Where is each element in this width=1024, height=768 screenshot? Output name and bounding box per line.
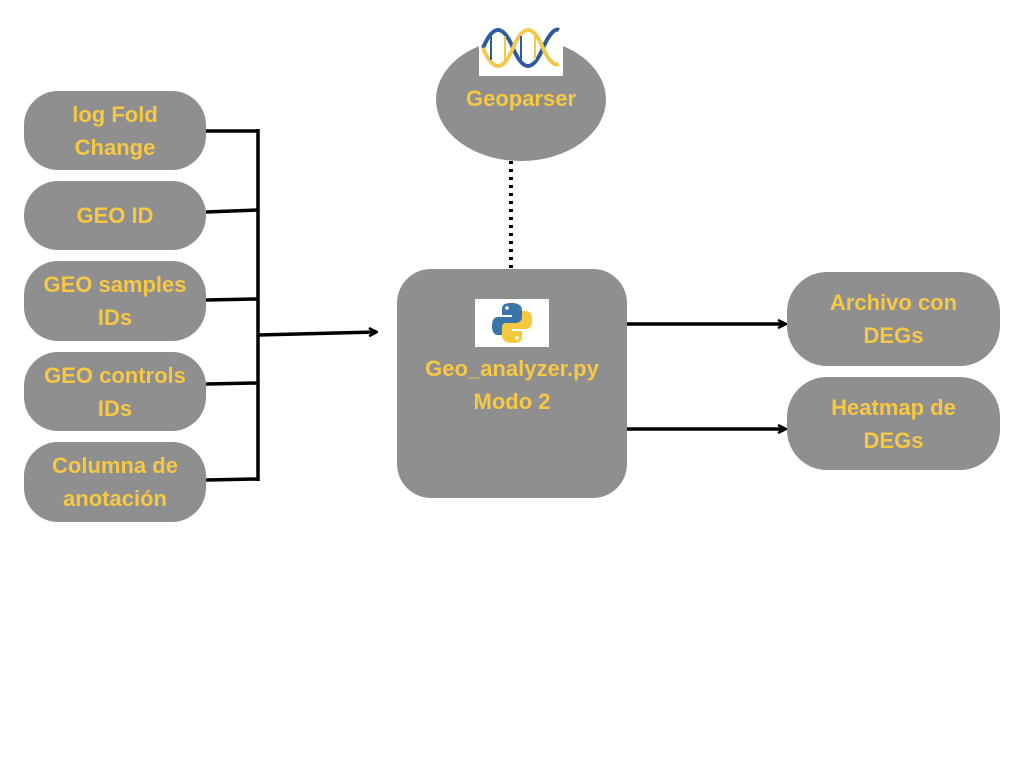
input-node-annotation-column: Columna de anotación <box>24 442 206 522</box>
dna-helix-icon <box>479 18 563 76</box>
input-connector-5 <box>205 477 259 482</box>
python-logo-icon <box>475 299 549 347</box>
input-connector-3 <box>205 297 259 302</box>
input-node-geo-samples-ids: GEO samples IDs <box>24 261 206 341</box>
geoparser-label: Geoparser <box>465 86 577 111</box>
input-node-geo-id: GEO ID <box>24 181 206 250</box>
input-connector-4 <box>205 381 259 386</box>
bus-to-process-arrow <box>257 332 376 335</box>
input-connector-2 <box>205 208 259 214</box>
main-process-label: Geo_analyzer.py Modo 2 <box>425 356 599 414</box>
output-node-degs-heatmap: Heatmap de DEGs <box>787 377 1000 470</box>
output-node-degs-file: Archivo con DEGs <box>787 272 1000 366</box>
input-node-log-fold-change: log Fold Change <box>24 91 206 170</box>
input-node-geo-controls-ids: GEO controls IDs <box>24 352 206 431</box>
